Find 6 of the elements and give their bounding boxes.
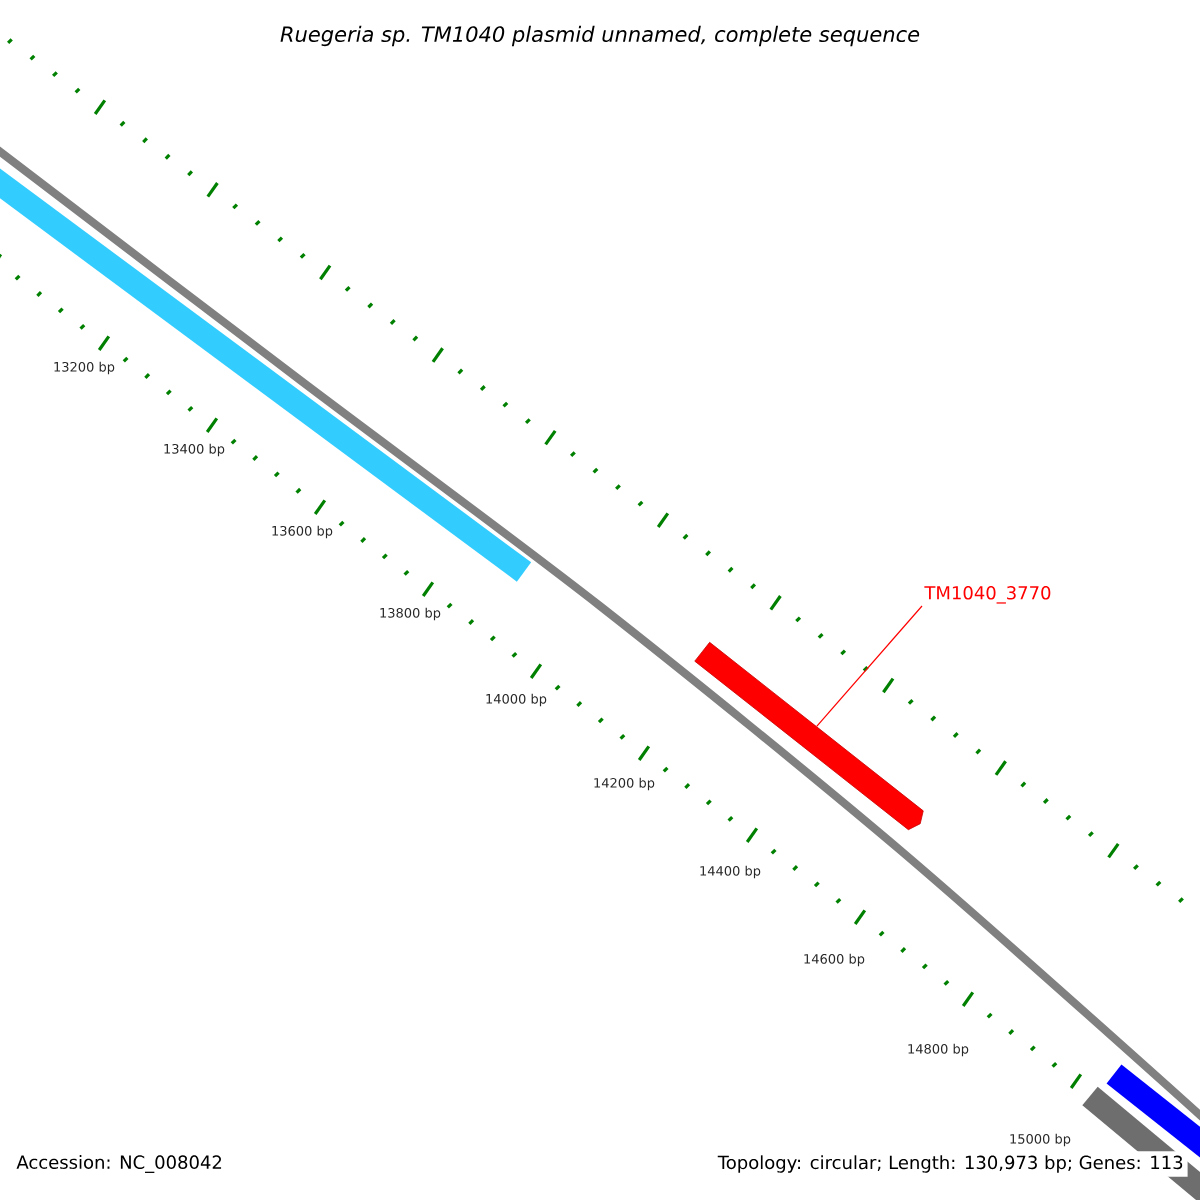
gene-arrow bbox=[694, 641, 924, 831]
topology-text: Topology: circular; Length: 130,973 bp; Genes: 113 bbox=[713, 1151, 1188, 1177]
leader-line bbox=[816, 605, 923, 727]
gene-label: TM1040_3770 bbox=[924, 586, 1051, 604]
title: Ruegeria sp. TM1040 plasmid unnamed, complete sequence bbox=[280, 25, 920, 47]
accession-text: Accession: NC_008042 bbox=[12, 1151, 227, 1177]
